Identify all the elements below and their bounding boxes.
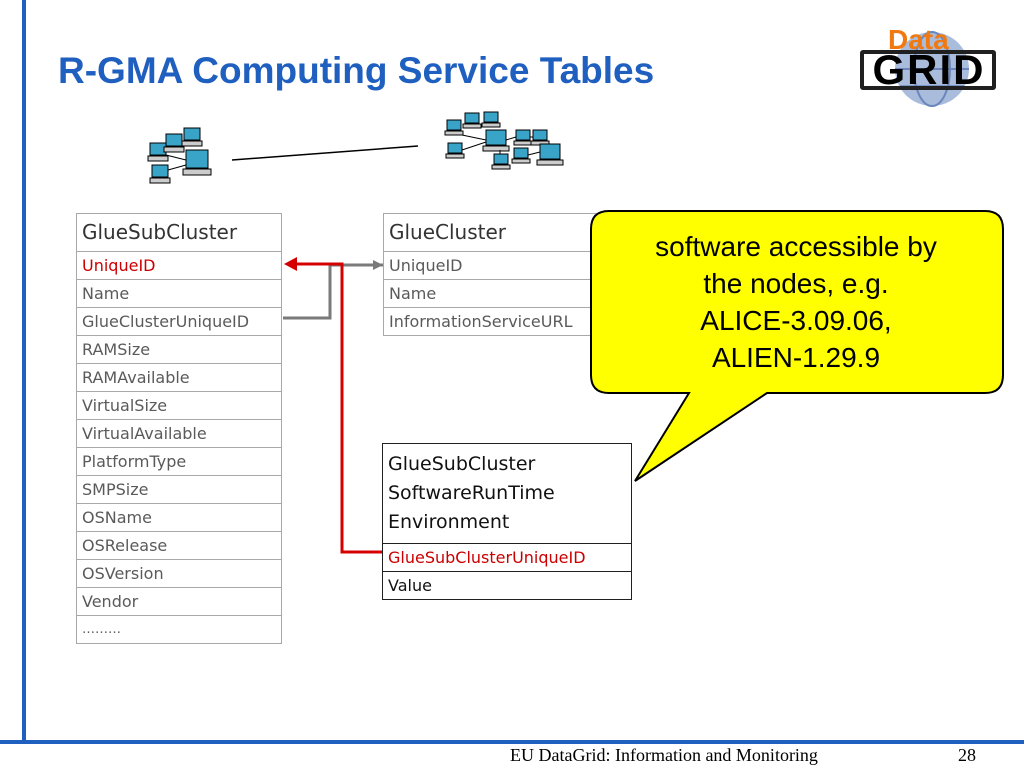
table-header: GlueCluster — [383, 213, 623, 252]
table-row: VirtualAvailable — [76, 419, 282, 448]
table-header-line: Environment — [388, 511, 510, 533]
table-cell: VirtualSize — [76, 391, 282, 420]
table-header-row: GlueSubCluster SoftwareRunTime Environme… — [382, 443, 632, 544]
table-cell: Value — [382, 571, 632, 600]
table-cell: InformationServiceURL — [383, 307, 623, 336]
table-cell-key: UniqueID — [76, 251, 282, 280]
table-cell: VirtualAvailable — [76, 419, 282, 448]
callout-line: ALIEN-1.29.9 — [711, 342, 881, 373]
table-row: Value — [382, 571, 632, 600]
page-number: 28 — [958, 745, 976, 765]
table-cell: OSRelease — [76, 531, 282, 560]
table-row: GlueClusterUniqueID — [76, 307, 282, 336]
gluesubcluster-table: GlueSubCluster UniqueID Name GlueCluster… — [76, 213, 282, 644]
table-row: RAMSize — [76, 335, 282, 364]
callout-bubble — [590, 210, 1004, 482]
table-row: UniqueID — [76, 251, 282, 280]
callout-line: ALICE-3.09.06, — [700, 305, 892, 336]
table-header-line: GlueSubCluster — [388, 453, 536, 475]
table-cell: Name — [76, 279, 282, 308]
table-row: RAMAvailable — [76, 363, 282, 392]
gluecluster-table: GlueCluster UniqueID Name InformationSer… — [383, 213, 623, 336]
table-row: OSName — [76, 503, 282, 532]
footer-text: EU DataGrid: Information and Monitoring — [510, 745, 818, 765]
table-cell-ellipsis: ……… — [76, 615, 282, 644]
logo-frame — [860, 50, 996, 90]
table-cell: OSVersion — [76, 559, 282, 588]
table-cell: RAMAvailable — [76, 363, 282, 392]
table-header: GlueSubCluster SoftwareRunTime Environme… — [382, 443, 632, 544]
table-row: Name — [76, 279, 282, 308]
table-cell: OSName — [76, 503, 282, 532]
table-cell: RAMSize — [76, 335, 282, 364]
table-header: GlueSubCluster — [76, 213, 282, 252]
table-row: SMPSize — [76, 475, 282, 504]
left-frame-bar — [22, 0, 26, 742]
table-cell: PlatformType — [76, 447, 282, 476]
slide-title: R-GMA Computing Service Tables — [58, 50, 655, 91]
table-cell: Vendor — [76, 587, 282, 616]
table-row: VirtualSize — [76, 391, 282, 420]
computer-network-icon-small — [147, 127, 212, 184]
table-row: PlatformType — [76, 447, 282, 476]
table-row: OSRelease — [76, 531, 282, 560]
callout-text: software accessible by the nodes, e.g. A… — [598, 228, 994, 376]
table-header-row: GlueSubCluster — [76, 213, 282, 252]
table-cell-key: GlueSubClusterUniqueID — [382, 543, 632, 572]
table-cell: GlueClusterUniqueID — [76, 307, 282, 336]
table-header-row: GlueCluster — [383, 213, 623, 252]
bottom-frame-bar — [0, 740, 1024, 744]
table-header-line: SoftwareRunTime — [388, 482, 555, 504]
software-runtime-table: GlueSubCluster SoftwareRunTime Environme… — [382, 443, 632, 600]
computer-network-icon-large — [444, 111, 564, 170]
table-cell: SMPSize — [76, 475, 282, 504]
table-row: OSVersion — [76, 559, 282, 588]
table-row: Vendor — [76, 587, 282, 616]
table-row: InformationServiceURL — [383, 307, 623, 336]
table-row: GlueSubClusterUniqueID — [382, 543, 632, 572]
logo-data-text: Data — [888, 24, 949, 55]
logo-grid-text: GRID — [872, 46, 986, 93]
callout-line: software accessible by — [655, 231, 937, 262]
callout-line: the nodes, e.g. — [703, 268, 889, 299]
table-row: ……… — [76, 615, 282, 644]
